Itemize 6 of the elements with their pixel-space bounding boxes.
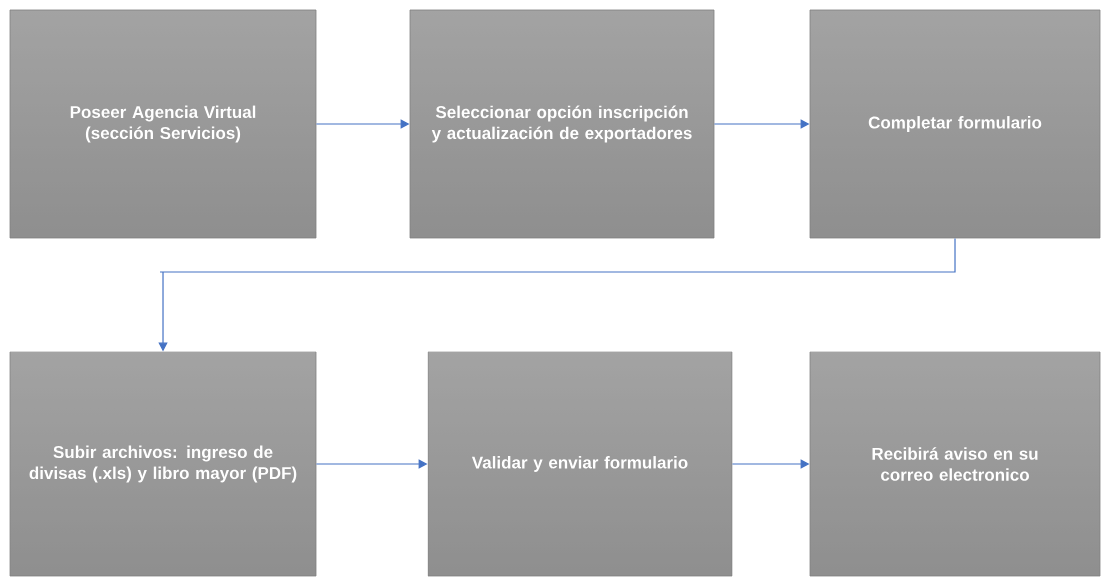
process-box: Completar formulario: [809, 9, 1101, 239]
process-box: Poseer Agencia Virtual (sección Servicios): [9, 9, 317, 239]
process-box: Validar y enviar formulario: [427, 351, 733, 577]
process-box: Recibirá aviso en su correo electronico: [809, 351, 1101, 577]
process-box: Seleccionar opción inscripción y actualización de exportadores: [409, 9, 715, 239]
process-box: Subir archivos: ingreso de divisas (.xls) y libro mayor (PDF): [9, 351, 317, 577]
